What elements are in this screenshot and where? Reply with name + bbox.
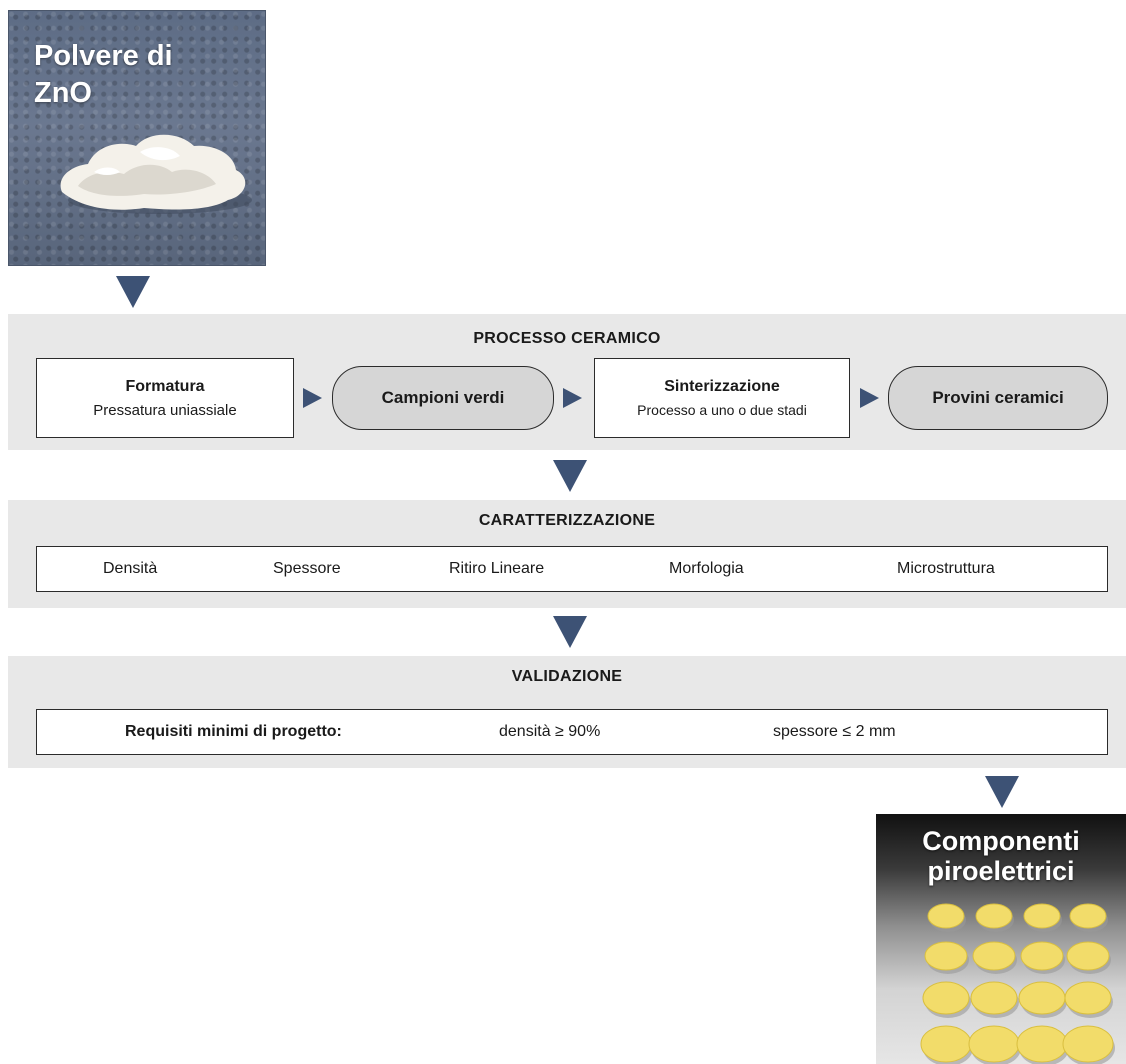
components-title-line-2: piroelettrici: [927, 856, 1075, 886]
thickness-requirement: spessore ≤ 2 mm: [773, 723, 896, 740]
sintering-step-box: Sinterizzazione Processo a uno o due sta…: [594, 358, 850, 438]
components-title-line-1: Componenti: [922, 826, 1080, 856]
validation-title: VALIDAZIONE: [511, 668, 623, 685]
ceramic-disc-5: [924, 941, 968, 971]
ceramic-disc-10: [970, 981, 1018, 1015]
sintering-title: Sinterizzazione: [664, 378, 780, 395]
ceramic-disc-9: [922, 981, 970, 1015]
ceramic-disc-12: [1064, 981, 1112, 1015]
ceramic-disc-11: [1018, 981, 1066, 1015]
ceramic-discs-image: [920, 903, 1115, 1064]
ceramic-process-band: PROCESSO CERAMICO Formatura Pressatura u…: [8, 314, 1126, 450]
arrow-down-process-to-characterization: [553, 460, 587, 492]
ceramic-disc-3: [1023, 903, 1061, 929]
characterization-items-box: Densità Spessore Ritiro Lineare Morfolog…: [36, 546, 1108, 592]
characterization-item-morphology: Morfologia: [669, 560, 744, 577]
forming-title: Formatura: [125, 377, 205, 395]
arrow-right-sintering-to-specimens: [860, 388, 879, 408]
ceramic-specimens-pill: Provini ceramici: [888, 366, 1108, 430]
ceramic-disc-7: [1020, 941, 1064, 971]
ceramic-disc-15: [1016, 1025, 1068, 1063]
powder-pile-image: [60, 134, 252, 214]
characterization-band: CARATTERIZZAZIONE Densità Spessore Ritir…: [8, 500, 1126, 608]
arrow-down-characterization-to-validation: [553, 616, 587, 648]
arrow-right-green-to-sintering: [563, 388, 582, 408]
ceramic-disc-14: [968, 1025, 1020, 1063]
ceramic-disc-8: [1066, 941, 1110, 971]
characterization-item-thickness: Spessore: [273, 560, 341, 577]
validation-band: VALIDAZIONE Requisiti minimi di progetto…: [8, 656, 1126, 768]
sintering-subtitle: Processo a uno o due stadi: [637, 402, 807, 418]
forming-step-box: Formatura Pressatura uniassiale: [36, 358, 294, 438]
pyroelectric-components-photo: Componenti piroelettrici: [876, 814, 1126, 1064]
characterization-title: CARATTERIZZAZIONE: [478, 512, 656, 529]
ceramic-disc-13: [920, 1025, 972, 1063]
forming-subtitle: Pressatura uniassiale: [93, 401, 237, 419]
ceramic-disc-6: [972, 941, 1016, 971]
arrow-down-powder-to-process: [116, 276, 150, 308]
ceramic-disc-2: [975, 903, 1013, 929]
powder-title-line-1: Polvere di: [34, 40, 173, 72]
density-requirement: densità ≥ 90%: [499, 723, 601, 740]
powder-title-line-2: ZnO: [34, 77, 92, 109]
characterization-item-density: Densità: [103, 560, 158, 577]
components-photo-title: Componenti piroelettrici: [876, 826, 1126, 886]
green-samples-pill: Campioni verdi: [332, 366, 554, 430]
characterization-item-linear-shrinkage: Ritiro Lineare: [449, 560, 545, 577]
arrow-down-validation-to-components: [985, 776, 1019, 808]
characterization-item-microstructure: Microstruttura: [897, 560, 995, 577]
zno-powder-photo: Polvere di ZnO: [8, 10, 266, 266]
validation-requirements-box: Requisiti minimi di progetto: densità ≥ …: [36, 709, 1108, 755]
ceramic-disc-16: [1062, 1025, 1114, 1063]
requirements-label: Requisiti minimi di progetto:: [125, 723, 342, 740]
ceramic-disc-4: [1069, 903, 1107, 929]
powder-photo-title: Polvere di ZnO: [34, 38, 173, 112]
ceramic-process-title: PROCESSO CERAMICO: [473, 330, 661, 347]
arrow-right-forming-to-green: [303, 388, 322, 408]
ceramic-disc-1: [927, 903, 965, 929]
